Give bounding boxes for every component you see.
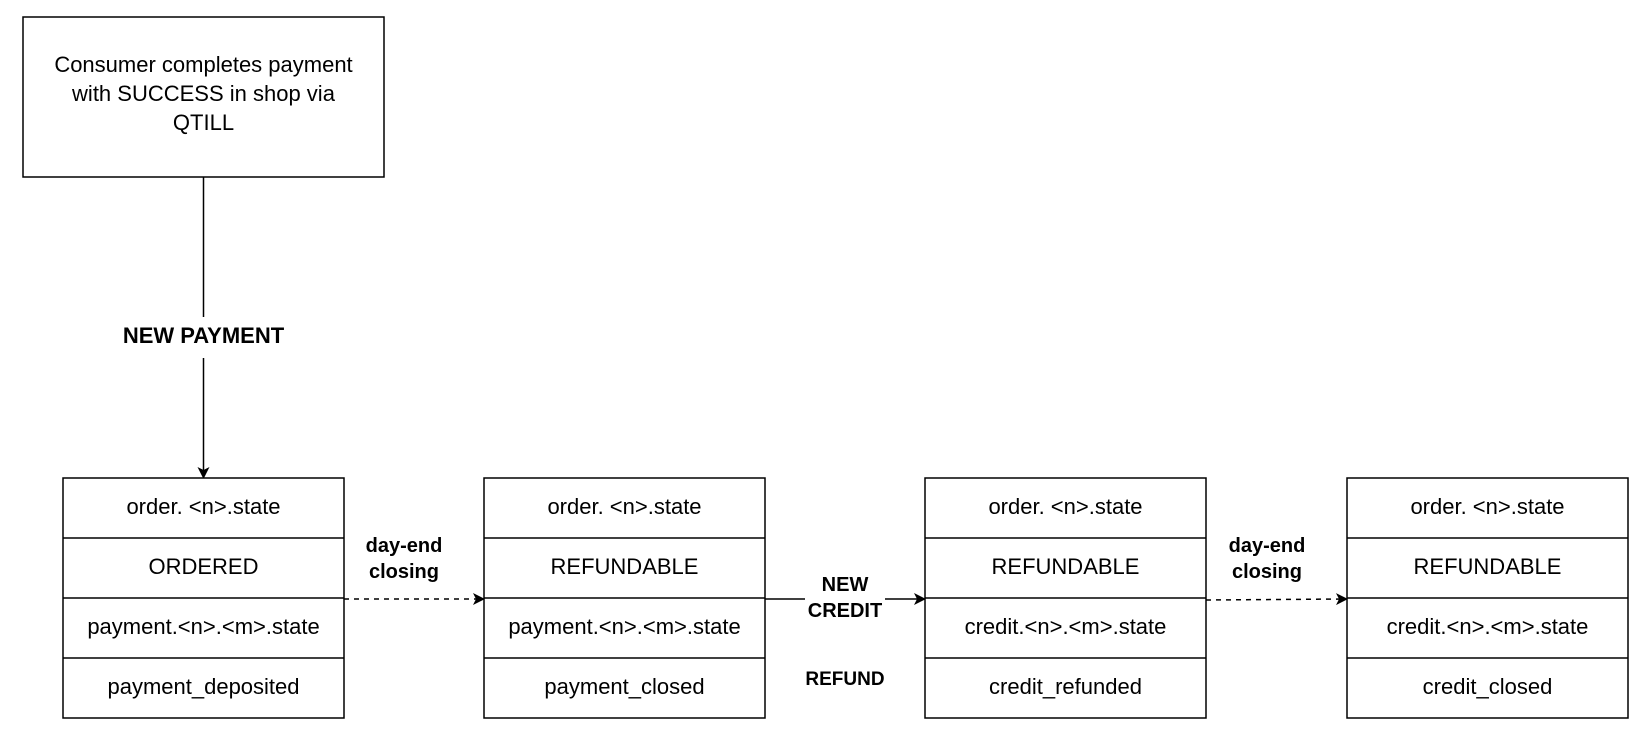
state-box-4-sub-key: credit.<n>.<m>.state [1387,614,1589,639]
state-box-1-order-value: ORDERED [148,554,258,579]
state-box-1-order-key: order. <n>.state [126,494,280,519]
state-box-3: order. <n>.state REFUNDABLE credit.<n>.<… [924,477,1207,719]
state-box-2-sub-value: payment_closed [544,674,704,699]
state-box-2-sub-key: payment.<n>.<m>.state [508,614,740,639]
state-box-3-sub-key: credit.<n>.<m>.state [965,614,1167,639]
state-box-4: order. <n>.state REFUNDABLE credit.<n>.<… [1346,477,1629,719]
state-box-4-sub-value: credit_closed [1423,674,1553,699]
day-end-closing-label-1-line-2: closing [369,561,439,583]
state-box-2-order-value: REFUNDABLE [551,554,699,579]
new-credit-label-line-2: CREDIT [808,600,882,622]
state-box-2-order-key: order. <n>.state [547,494,701,519]
day-end-closing-edge-2: day-end closing [1205,535,1348,606]
day-end-closing-edge-1: day-end closing [344,535,485,605]
day-end-closing-label-2-line-2: closing [1232,561,1302,583]
state-box-2: order. <n>.state REFUNDABLE payment.<n>.… [483,477,766,719]
new-payment-edge: NEW PAYMENT [123,177,285,479]
new-credit-edge: NEW CREDIT [765,574,926,622]
state-box-1-sub-key: payment.<n>.<m>.state [87,614,319,639]
start-box-line-1: Consumer completes payment [54,52,352,77]
day-end-closing-label-2-line-1: day-end [1229,535,1306,557]
state-box-4-order-value: REFUNDABLE [1414,554,1562,579]
state-box-3-sub-value: credit_refunded [989,674,1142,699]
refund-label: REFUND [805,669,884,690]
day-end-closing-label-1-line-1: day-end [366,535,443,557]
new-payment-label: NEW PAYMENT [123,323,285,348]
new-credit-label-line-1: NEW [822,574,869,596]
state-box-3-order-key: order. <n>.state [988,494,1142,519]
start-box-line-3: QTILL [173,110,234,135]
state-box-1-sub-value: payment_deposited [107,674,299,699]
start-box: Consumer completes payment with SUCCESS … [22,16,385,178]
state-box-4-order-key: order. <n>.state [1410,494,1564,519]
start-box-line-2: with SUCCESS in shop via [71,81,336,106]
state-box-3-order-value: REFUNDABLE [992,554,1140,579]
state-box-1: order. <n>.state ORDERED payment.<n>.<m>… [62,477,345,719]
